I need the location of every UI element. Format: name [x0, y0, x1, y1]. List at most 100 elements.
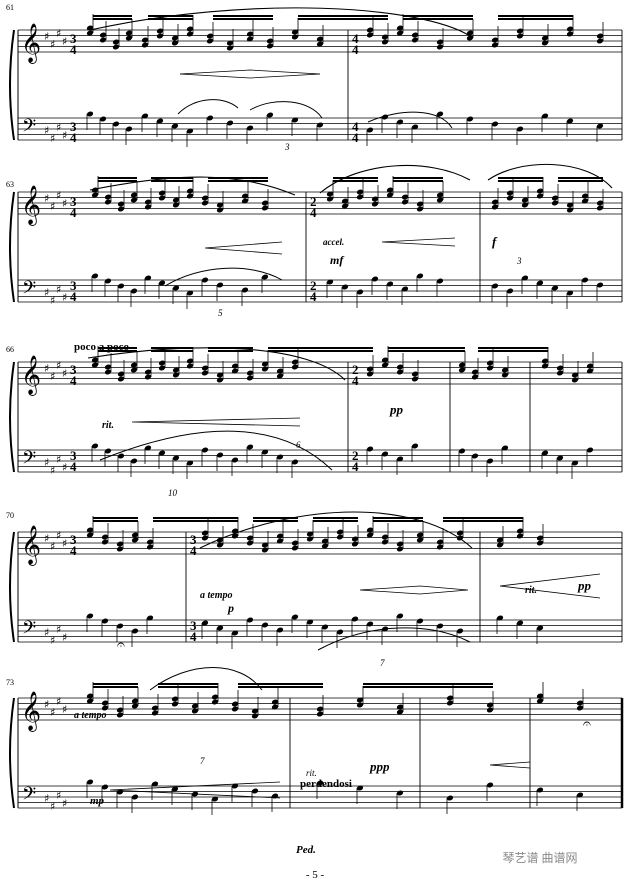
note-head [536, 698, 544, 704]
note-head [551, 285, 559, 291]
note-head [172, 202, 180, 208]
sharp-icon: ♯ [50, 132, 55, 145]
note-head [201, 530, 209, 536]
note-head [86, 527, 94, 533]
note-head [381, 362, 389, 368]
note-head [226, 40, 234, 46]
sharp-icon: ♯ [62, 291, 67, 304]
note-head [401, 194, 409, 200]
note-head [101, 618, 109, 624]
note-head [291, 540, 299, 546]
note-head [141, 37, 149, 43]
note-head [366, 366, 374, 372]
note-head [171, 701, 179, 707]
note-head [501, 372, 509, 378]
note-head [251, 788, 259, 794]
note-head [125, 126, 133, 132]
measure-number-73: 73 [6, 678, 14, 687]
measure-number-70: 70 [6, 511, 14, 520]
note-head [596, 123, 604, 129]
note-head [291, 459, 299, 465]
note-head [458, 367, 466, 373]
note-head [104, 448, 112, 454]
note-head [341, 198, 349, 204]
note-head [101, 705, 109, 711]
dynamic-pp: pp [389, 402, 404, 417]
note-head [381, 34, 389, 40]
note-head [396, 546, 404, 552]
note-head [416, 201, 424, 207]
note-head [112, 39, 120, 45]
note-head [566, 26, 574, 32]
note-head [261, 547, 269, 553]
note-head [206, 38, 214, 44]
note-head [146, 615, 154, 621]
note-head [486, 707, 494, 713]
note-head [536, 693, 544, 699]
sharp-icon: ♯ [44, 792, 49, 805]
time-signature-4-4: 4 [352, 31, 359, 46]
note-head [246, 617, 254, 623]
note-head [326, 196, 334, 202]
time-signature-3-4: 3 [70, 532, 77, 547]
note-head [401, 199, 409, 205]
note-head [112, 121, 120, 127]
note-head [251, 708, 259, 714]
note-head [381, 539, 389, 545]
note-head [596, 205, 604, 211]
note-head [326, 279, 334, 285]
note-head [206, 33, 214, 39]
sharp-icon: ♯ [56, 453, 61, 466]
note-head [571, 372, 579, 378]
note-head [581, 198, 589, 204]
note-head [130, 362, 138, 368]
note-head [261, 361, 269, 367]
note-head [86, 111, 94, 117]
note-head [566, 207, 574, 213]
note-head [306, 619, 314, 625]
note-head [411, 443, 419, 449]
note-head [586, 447, 594, 453]
note-head [201, 447, 209, 453]
note-head [306, 531, 314, 537]
note-head [186, 358, 194, 364]
note-head [581, 277, 589, 283]
note-head [201, 277, 209, 283]
note-head [536, 535, 544, 541]
note-head [131, 698, 139, 704]
time-signature-3-4-bottom: 4 [70, 373, 77, 388]
note-head [116, 623, 124, 629]
note-head [386, 187, 394, 193]
note-head [411, 124, 419, 130]
note-head [356, 697, 364, 703]
note-head [117, 206, 125, 212]
dynamic-p: p [227, 601, 234, 615]
note-head [496, 542, 504, 548]
tempo-marking-perdendosi: perdendosi [300, 778, 352, 790]
note-head [130, 197, 138, 203]
sharp-icon: ♯ [44, 124, 49, 137]
time-signature-3-4-bass: 3 [70, 119, 77, 134]
note-head [576, 792, 584, 798]
note-head [186, 290, 194, 296]
note-head [104, 194, 112, 200]
note-head [436, 192, 444, 198]
bass-clef-icon: 𝄢 [22, 116, 36, 141]
note-head [158, 280, 166, 286]
note-head [458, 362, 466, 368]
sharp-icon: ♯ [56, 359, 61, 372]
note-head [381, 357, 389, 363]
note-head [541, 450, 549, 456]
note-head [156, 118, 164, 124]
time-signature-4-4-bass-bottom: 4 [352, 130, 359, 145]
pedal-marking: Ped. [296, 844, 316, 856]
brace [9, 697, 15, 809]
sharp-icon: ♯ [44, 362, 49, 375]
note-head [596, 282, 604, 288]
hairpin [131, 417, 301, 427]
sharp-icon: ♯ [56, 695, 61, 708]
note-head [436, 111, 444, 117]
sharp-icon: ♯ [56, 121, 61, 134]
note-head [131, 628, 139, 634]
sharp-icon: ♯ [44, 30, 49, 43]
